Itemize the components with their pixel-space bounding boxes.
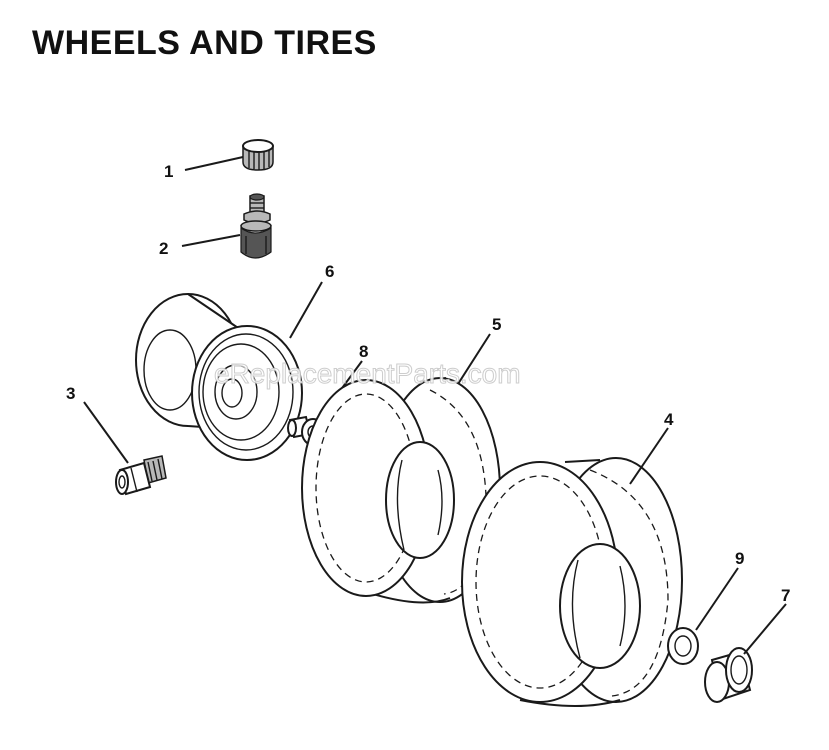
leader-line-1 <box>184 156 244 171</box>
callout-3: 3 <box>66 384 75 403</box>
leader-line-4 <box>629 427 669 485</box>
callout-8: 8 <box>359 342 368 361</box>
leader-line-7 <box>743 603 787 655</box>
leader-line-3 <box>83 401 129 464</box>
callout-1: 1 <box>164 162 173 181</box>
leader-line-5 <box>457 333 491 385</box>
wheel-rim-icon <box>135 293 303 461</box>
callout-2: 2 <box>159 239 168 258</box>
leader-line-2 <box>181 234 241 247</box>
valve-stem-icon <box>240 193 272 259</box>
bolt-icon <box>115 455 167 496</box>
callout-9: 9 <box>735 549 744 568</box>
page-title: WHEELS AND TIRES <box>32 24 377 62</box>
callout-4: 4 <box>664 410 674 429</box>
callout-6: 6 <box>325 262 334 281</box>
leader-line-9 <box>695 567 739 631</box>
leader-line-6 <box>289 281 323 339</box>
front-tire-icon <box>301 377 501 604</box>
hub-cap-icon <box>704 647 753 703</box>
callout-5: 5 <box>492 315 501 334</box>
rear-tire-icon <box>461 457 683 707</box>
washer-icon <box>667 627 699 665</box>
callout-7: 7 <box>781 586 790 605</box>
valve-cap-icon <box>242 139 274 171</box>
